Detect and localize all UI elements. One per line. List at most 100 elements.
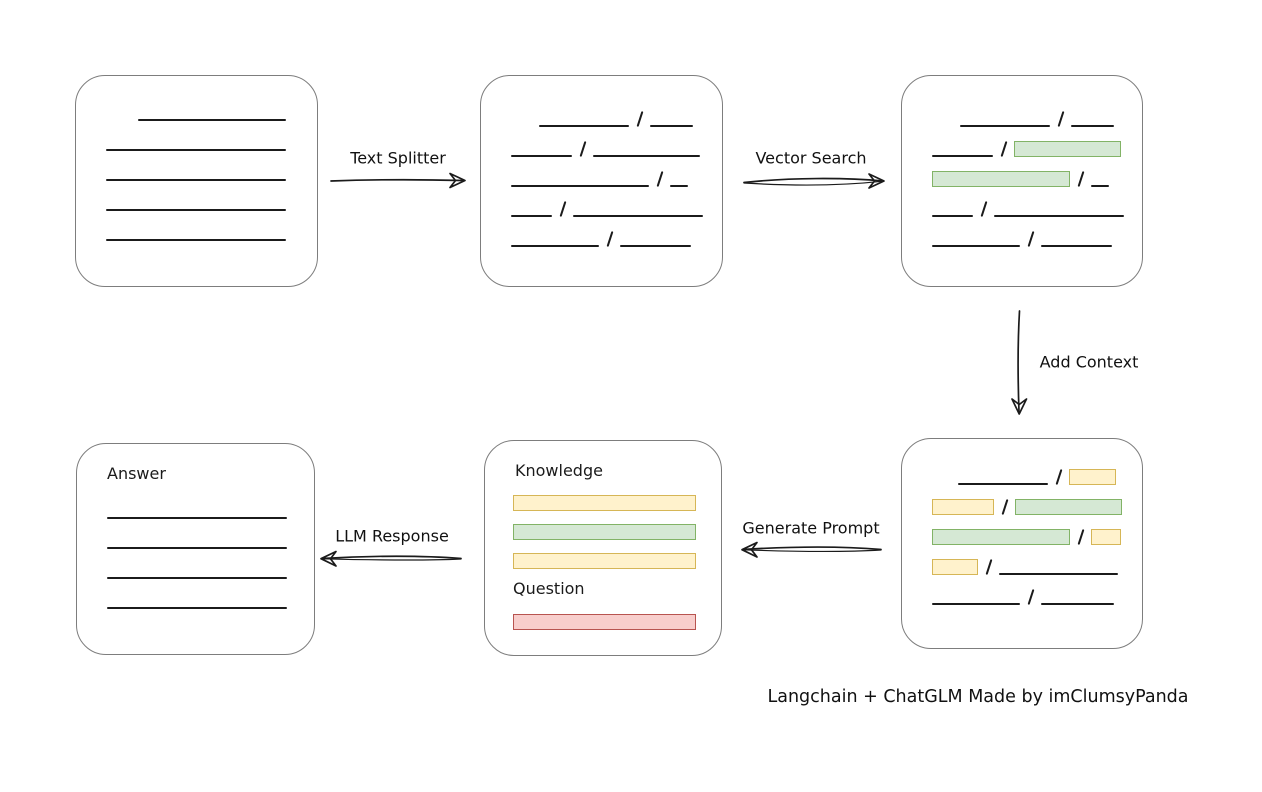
chunk-row: [511, 229, 722, 247]
yellow-highlight-chunk: [932, 499, 994, 515]
text-line: [1091, 185, 1109, 187]
text-line: [511, 245, 599, 247]
chunk-row: [932, 497, 1142, 515]
text-line: [107, 607, 287, 609]
text-line: [994, 215, 1124, 217]
green-highlight-chunk: [932, 529, 1070, 545]
knowledge-bars: [513, 495, 696, 582]
text-line: [107, 547, 287, 549]
text-line: [106, 209, 286, 211]
green-highlight-chunk: [1015, 499, 1122, 515]
slash-separator: [559, 201, 567, 217]
text-line: [107, 577, 287, 579]
yellow-bar: [513, 495, 696, 511]
slash-separator: [985, 559, 993, 575]
text-line: [932, 155, 993, 157]
slash-separator: [1055, 469, 1063, 485]
chunk-row: [511, 199, 722, 217]
slash-separator: [1077, 171, 1085, 187]
red-bar: [513, 614, 696, 630]
slash-separator: [980, 201, 988, 217]
answer-label: Answer: [107, 464, 166, 483]
chunk-rows: [902, 76, 1142, 247]
yellow-highlight-chunk: [1069, 469, 1116, 485]
text-line: [670, 185, 688, 187]
text-line: [932, 603, 1020, 605]
slash-separator: [1077, 529, 1085, 545]
slash-separator: [656, 171, 664, 187]
text-line: [106, 239, 286, 241]
text-line: [999, 573, 1118, 575]
generate-prompt-label: Generate Prompt: [742, 518, 880, 538]
chunk-row: [932, 587, 1142, 605]
chunk-rows: [902, 439, 1142, 605]
slash-separator: [1000, 141, 1008, 157]
slash-separator: [579, 141, 587, 157]
text-line: [1041, 603, 1114, 605]
llm-response-label: LLM Response: [335, 526, 449, 546]
question-bars: [513, 614, 696, 643]
chunk-row: [932, 199, 1142, 217]
vector-search-results-box: [901, 75, 1143, 287]
green-bar: [513, 524, 696, 540]
text-line: [107, 517, 287, 519]
diagram-caption: Langchain + ChatGLM Made by imClumsyPand…: [767, 687, 1189, 707]
chunk-row: [932, 139, 1142, 157]
chunk-row: [932, 169, 1142, 187]
text-line: [932, 215, 973, 217]
answer-box: Answer: [76, 443, 315, 655]
chunk-row: [511, 169, 722, 187]
text-line: [511, 155, 572, 157]
add-context-label: Add Context: [1039, 352, 1139, 372]
prompt-box: Knowledge Question: [484, 440, 722, 656]
text-line: [932, 245, 1020, 247]
chunk-row: [932, 229, 1142, 247]
text-line: [138, 119, 286, 121]
slash-separator: [606, 231, 614, 247]
yellow-highlight-chunk: [932, 559, 978, 575]
text-line: [511, 185, 649, 187]
chunk-rows: [481, 76, 722, 247]
text-line: [539, 125, 629, 127]
text-line: [106, 149, 286, 151]
chunk-row: [932, 467, 1142, 485]
llm-response-arrow: [320, 550, 462, 567]
vector-search-arrow: [743, 173, 885, 189]
text-line: [106, 179, 286, 181]
split-chunks-box: [480, 75, 723, 287]
slash-separator: [1027, 589, 1035, 605]
text-line: [1071, 125, 1114, 127]
text-line: [960, 125, 1050, 127]
vector-search-label: Vector Search: [755, 148, 867, 168]
chunk-row: [932, 527, 1142, 545]
text-line: [650, 125, 693, 127]
knowledge-label: Knowledge: [515, 461, 603, 480]
text-line: [1041, 245, 1112, 247]
question-label: Question: [513, 579, 585, 598]
chunk-row: [932, 557, 1142, 575]
text-line: [573, 215, 703, 217]
yellow-highlight-chunk: [1091, 529, 1121, 545]
yellow-bar: [513, 553, 696, 569]
slash-separator: [1057, 111, 1065, 127]
text-line: [593, 155, 700, 157]
add-context-arrow: [1011, 310, 1028, 415]
green-highlight-chunk: [1014, 141, 1121, 157]
slash-separator: [1001, 499, 1009, 515]
text-splitter-label: Text Splitter: [350, 148, 446, 168]
text-line: [511, 215, 552, 217]
answer-lines: [77, 444, 314, 609]
text-splitter-arrow: [330, 172, 466, 189]
generate-prompt-arrow: [741, 541, 882, 558]
slash-separator: [1027, 231, 1035, 247]
chunk-row: [511, 139, 722, 157]
text-line: [620, 245, 691, 247]
green-highlight-chunk: [932, 171, 1070, 187]
source-document-box: [75, 75, 318, 287]
chunk-row: [932, 109, 1142, 127]
text-line: [958, 483, 1048, 485]
slash-separator: [636, 111, 644, 127]
context-chunks-box: [901, 438, 1143, 649]
chunk-row: [511, 109, 722, 127]
